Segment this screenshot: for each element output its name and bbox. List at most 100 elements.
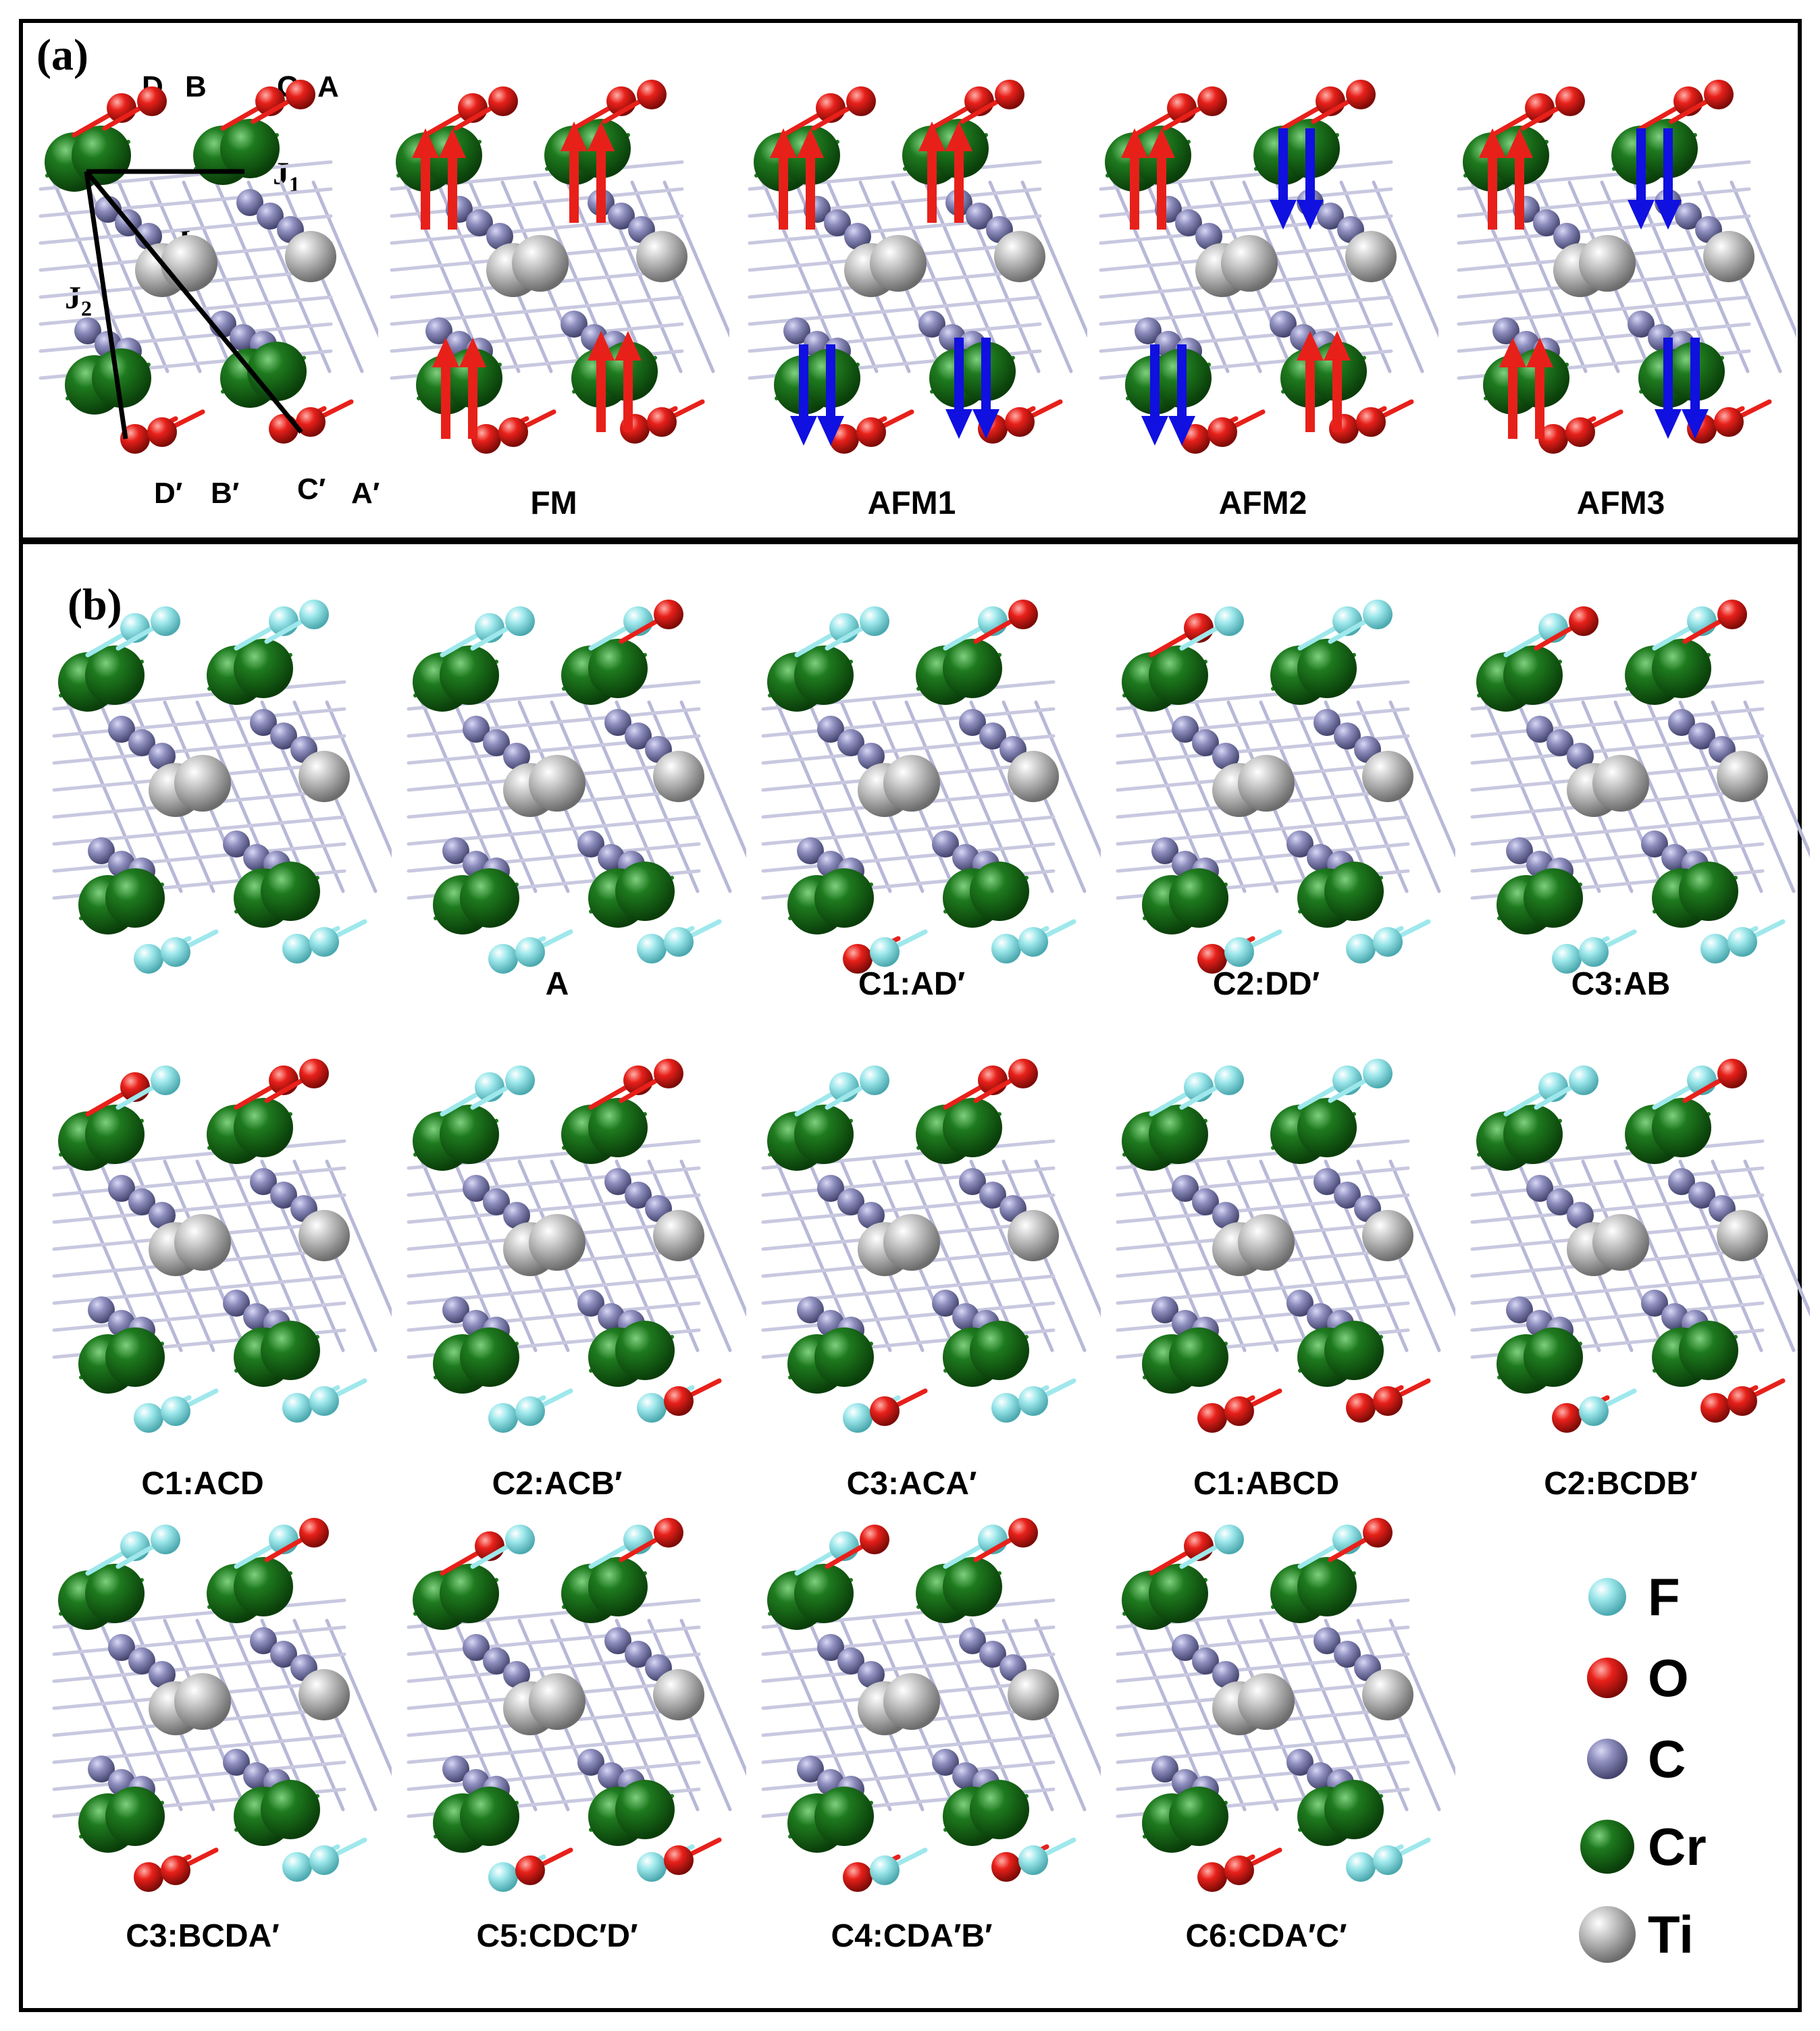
bond [407, 1166, 701, 1197]
o-atom [1363, 1518, 1393, 1548]
cr-atom [1324, 1321, 1384, 1380]
o-atom [1704, 80, 1734, 109]
c-atom [1192, 1188, 1219, 1215]
f-atom [1363, 600, 1393, 629]
c-atom [1195, 223, 1222, 250]
c-atom [1668, 709, 1695, 736]
spin-up-arrow [615, 331, 642, 432]
f-atom [1552, 944, 1582, 974]
cr-atom [794, 1564, 854, 1623]
c-atom [1553, 223, 1580, 250]
cr-atom [460, 1787, 519, 1846]
c-atom [1567, 743, 1594, 770]
c-atom [1675, 203, 1702, 230]
bond [52, 1760, 346, 1791]
bond [407, 842, 701, 873]
cr-atom [1324, 862, 1384, 921]
bond [325, 1159, 392, 1317]
ti-atom [1579, 235, 1636, 292]
o-atom [846, 86, 876, 116]
cr-atom [1149, 645, 1208, 705]
spin-up-arrow [1148, 128, 1175, 230]
c-atom [483, 729, 510, 756]
bond [38, 322, 333, 353]
c-atom [1506, 1296, 1533, 1323]
ti-atom [1008, 1669, 1059, 1720]
bond [679, 700, 746, 858]
cr-atom [814, 1787, 874, 1846]
panel-b-label-1-4: C2:DD′ [1212, 966, 1320, 1002]
c-atom [797, 837, 824, 864]
cr-atom [814, 868, 874, 928]
c-atom [1641, 830, 1668, 858]
cr-atom [588, 1098, 648, 1157]
c-atom [149, 743, 176, 770]
o-atom [654, 1518, 683, 1548]
c-atom [817, 716, 844, 743]
bond [1034, 1618, 1101, 1776]
ti-atom [1238, 1673, 1295, 1730]
c-atom [1286, 1749, 1314, 1776]
bond [52, 1625, 346, 1656]
f-atom [309, 1386, 339, 1416]
c-atom [1151, 837, 1178, 864]
c-atom [108, 1175, 135, 1202]
c-atom [577, 830, 604, 858]
f-atom [1700, 934, 1730, 964]
panel-a-structure-3 [748, 80, 1087, 454]
c-atom [128, 1188, 155, 1215]
cr-atom [588, 639, 648, 698]
f-atom [515, 1396, 545, 1426]
o-atom [1346, 1393, 1376, 1423]
f-atom [1346, 1852, 1376, 1882]
bond [1116, 1166, 1410, 1197]
bond [1743, 1159, 1810, 1317]
spin-up-arrow [432, 338, 459, 439]
bond [662, 180, 729, 338]
cr-atom [234, 1098, 293, 1157]
bond [1116, 1625, 1410, 1656]
f-atom [1569, 1065, 1598, 1095]
f-atom [505, 1065, 535, 1095]
panel-b-label-1-5: C3:AB [1571, 966, 1671, 1002]
f-atom [1214, 1525, 1244, 1554]
spin-up-arrow [1526, 338, 1553, 439]
c-atom [1151, 1756, 1178, 1783]
spin-down-arrow [817, 344, 844, 446]
panel-b-structure-1-5 [1470, 600, 1810, 974]
f-atom [860, 606, 889, 636]
c-atom [1135, 317, 1162, 344]
panel-b-structure-3-4 [1116, 1518, 1455, 1892]
panel-b-structure-3-2 [407, 1518, 746, 1892]
o-atom [1356, 407, 1386, 437]
bond [407, 1760, 701, 1791]
ti-atom [1592, 755, 1649, 812]
bond [748, 187, 1042, 218]
cr-atom [1503, 645, 1563, 705]
legend-label: Cr [1648, 1816, 1707, 1876]
spin-down-arrow [1655, 338, 1682, 439]
exchange-paths [84, 169, 303, 440]
o-atom [1565, 417, 1595, 447]
c-atom [1212, 1661, 1239, 1688]
ti-atom [1008, 751, 1059, 802]
ti-atom [1238, 1214, 1295, 1271]
cr-atom [92, 348, 151, 408]
ti-atom [1238, 755, 1295, 812]
f-atom [860, 1065, 889, 1095]
site-label-c-prime: C′ [297, 473, 326, 506]
c-atom [503, 1661, 530, 1688]
o-atom [1008, 1059, 1038, 1088]
o-atom [1714, 407, 1744, 437]
ti-atom [653, 1210, 704, 1261]
bond [311, 180, 378, 338]
c-atom [1334, 1182, 1361, 1209]
spin-down-arrow [945, 338, 972, 439]
ti-atom [1221, 235, 1278, 292]
cr-atom [1652, 1098, 1711, 1157]
bond [1470, 707, 1765, 738]
c-atom [608, 203, 635, 230]
cr-atom [943, 1098, 1002, 1157]
cr-atom [234, 1557, 293, 1616]
bond [748, 322, 1042, 353]
